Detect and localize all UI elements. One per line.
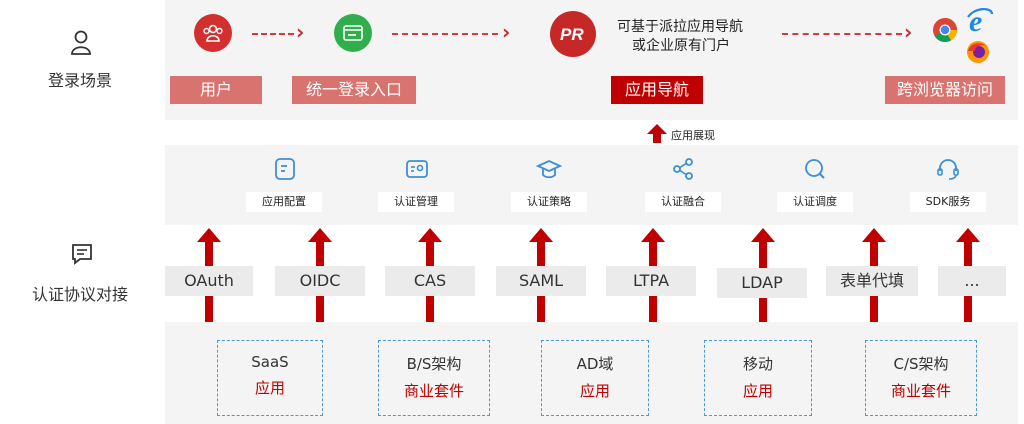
app-type-ad-title: AD域 — [576, 355, 614, 373]
app-type-bs-sub: 商业套件 — [403, 382, 464, 400]
module-caption-sdk-service: SDK服务 — [910, 192, 986, 212]
protocol-saml: SAML — [496, 266, 586, 296]
id-card-icon — [404, 156, 430, 182]
share-icon — [670, 156, 696, 182]
flow-dash-2 — [392, 33, 498, 35]
browser-access-tag: 跨浏览器访问 — [885, 76, 1005, 104]
app-type-cs: C/S架构 商业套件 — [865, 340, 977, 416]
search-icon — [802, 156, 828, 182]
app-type-bs: B/S架构 商业套件 — [378, 340, 490, 416]
protocol-cas: CAS — [385, 266, 475, 296]
protocol-form-fill: 表单代填 — [826, 266, 918, 296]
user-icon — [70, 30, 92, 56]
login-scene-label: 登录场景 — [47, 71, 112, 90]
message-icon — [70, 242, 94, 266]
flow-dash-3 — [782, 33, 902, 35]
app-type-saas-sub: 应用 — [254, 379, 285, 397]
protocol-ldap: LDAP — [717, 268, 807, 298]
users-icon — [194, 14, 232, 52]
app-type-saas-title: SaaS — [251, 353, 289, 371]
login-window-icon — [334, 14, 372, 52]
protocol-label: 认证协议对接 — [31, 285, 128, 304]
protocol-ltpa: LTPA — [606, 266, 696, 296]
app-type-ad: AD域 应用 — [541, 340, 649, 416]
protocol-oidc: OIDC — [275, 266, 365, 296]
app-display-label: 应用展现 — [671, 129, 715, 142]
svg-text:PR: PR — [560, 25, 584, 44]
app-display-arrow — [647, 124, 667, 143]
flow-chevron-2: › — [502, 20, 511, 44]
module-caption-auth-policy: 认证策略 — [511, 192, 587, 212]
app-type-bs-title: B/S架构 — [406, 355, 462, 373]
user-tag: 用户 — [170, 76, 262, 104]
app-type-saas: SaaS 应用 — [217, 340, 323, 416]
firefox-icon — [966, 40, 990, 64]
app-type-cs-sub: 商业套件 — [890, 382, 951, 400]
graduation-cap-icon — [535, 156, 563, 182]
flow-chevron-1: › — [296, 20, 305, 44]
app-types-panel — [165, 322, 1018, 424]
flow-dash-1 — [252, 33, 294, 35]
nav-note-line1: 可基于派拉应用导航 — [617, 19, 743, 35]
app-type-mobile: 移动 应用 — [704, 340, 812, 416]
app-type-cs-title: C/S架构 — [893, 355, 949, 373]
nav-note-line2: 或企业原有门户 — [632, 38, 730, 54]
app-type-mobile-sub: 应用 — [742, 382, 773, 400]
document-icon — [272, 156, 298, 182]
protocol-oauth: OAuth — [165, 266, 253, 296]
app-type-ad-sub: 应用 — [579, 382, 610, 400]
flow-chevron-3: › — [904, 20, 913, 44]
pr-logo-icon: PR — [550, 11, 596, 57]
headset-icon — [935, 156, 961, 182]
ie-icon: e — [965, 5, 995, 38]
module-caption-auth-management: 认证管理 — [378, 192, 454, 212]
app-nav-tag: 应用导航 — [611, 76, 703, 104]
protocol-more: ... — [938, 266, 1006, 296]
module-caption-auth-scheduling: 认证调度 — [777, 192, 853, 212]
module-caption-app-config: 应用配置 — [246, 192, 322, 212]
chrome-icon — [932, 17, 958, 43]
module-caption-auth-fusion: 认证融合 — [645, 192, 721, 212]
unified-login-tag: 统一登录入口 — [292, 76, 416, 104]
app-type-mobile-title: 移动 — [742, 355, 773, 373]
